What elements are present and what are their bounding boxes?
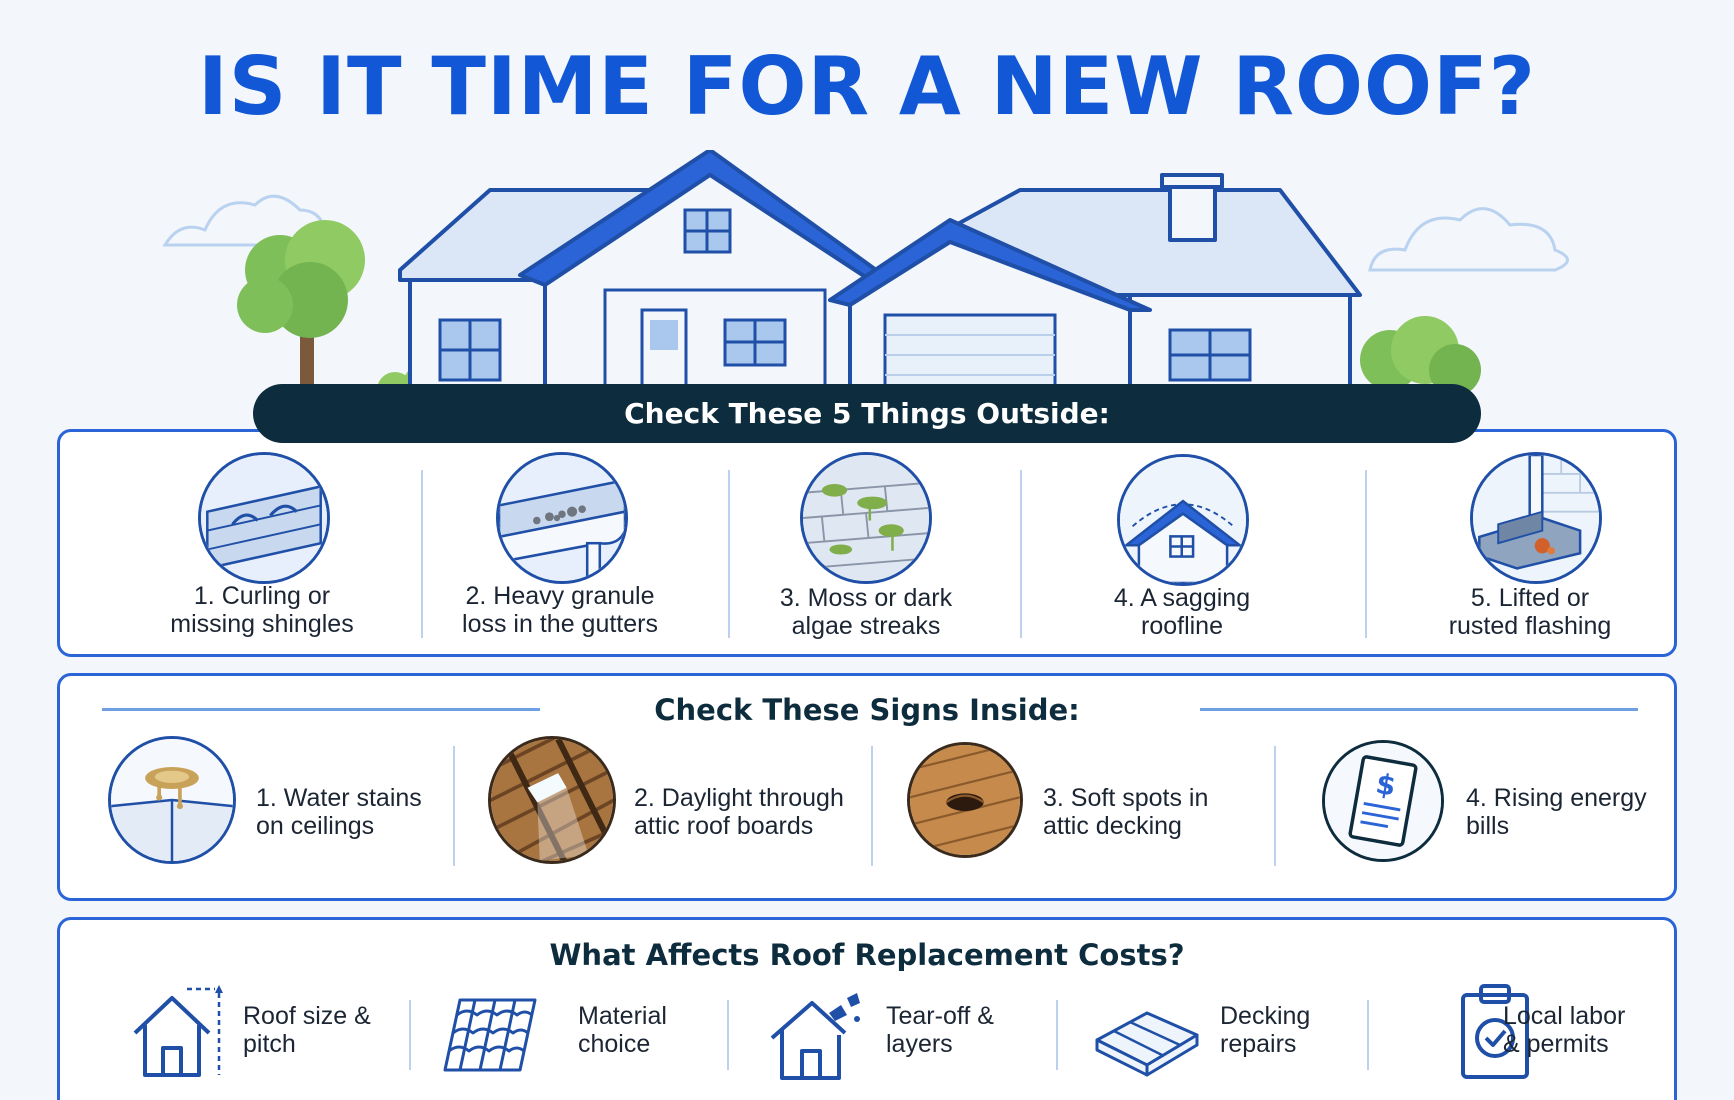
cloud-right-icon [1368, 207, 1569, 272]
cost-item-2-line2: choice [578, 1030, 651, 1058]
inside-item-4-line1: 4. Rising energy [1466, 784, 1647, 812]
divider [1056, 1000, 1058, 1070]
heading-rule-left [102, 708, 540, 711]
divider [728, 470, 730, 638]
cost-item-5-line2: & permits [1503, 1030, 1609, 1058]
outside-item-3: 3. Moss or dark algae streaks [716, 584, 1016, 640]
soft-decking-icon [907, 742, 1023, 858]
inside-item-2-line1: 2. Daylight through [634, 784, 844, 812]
outside-heading: Check These 5 Things Outside: [253, 384, 1481, 443]
rusted-flashing-icon [1470, 452, 1602, 584]
moss-algae-icon [800, 452, 932, 584]
house-illustration [162, 150, 1569, 400]
attic-daylight-icon [488, 736, 616, 864]
divider [453, 746, 455, 866]
inside-item-3-line1: 3. Soft spots in [1043, 784, 1209, 812]
decking-boards-icon [1095, 1011, 1199, 1077]
cost-item-1-line2: pitch [243, 1030, 296, 1058]
cost-item-1-line1: Roof size & [243, 1002, 371, 1030]
energy-bill-icon: $ [1322, 740, 1444, 862]
outside-checklist-panel: 1. Curling or missing shingles 2. Heavy … [57, 429, 1677, 657]
inside-item-2-line2: attic roof boards [634, 812, 814, 840]
outside-item-3-line2: algae streaks [791, 612, 941, 640]
cost-item-5: Local labor & permits [1503, 1002, 1663, 1058]
outside-item-2-line2: loss in the gutters [462, 610, 658, 638]
inside-checklist-panel: Check These Signs Inside: 1. Water stain… [57, 673, 1677, 901]
divider [871, 746, 873, 866]
divider [1365, 470, 1367, 638]
inside-item-1: 1. Water stains on ceilings [256, 784, 476, 840]
cost-factors-panel: What Affects Roof Replacement Costs? Roo… [57, 917, 1677, 1100]
cost-item-5-line1: Local labor [1503, 1002, 1626, 1030]
tree-left-icon [237, 220, 365, 385]
roof-tiles-icon [443, 998, 537, 1072]
divider [727, 1000, 729, 1070]
costs-heading: What Affects Roof Replacement Costs? [549, 938, 1185, 972]
inside-heading: Check These Signs Inside: [654, 693, 1080, 727]
curling-shingles-icon [198, 452, 330, 584]
outside-item-4: 4. A sagging roofline [1032, 584, 1332, 640]
cost-item-3-line1: Tear-off & [886, 1002, 994, 1030]
cost-item-3-line2: layers [886, 1030, 953, 1058]
divider [409, 1000, 411, 1070]
cost-item-4: Decking repairs [1220, 1002, 1380, 1058]
gutter-granules-icon [496, 452, 628, 584]
outside-item-1: 1. Curling or missing shingles [112, 582, 412, 638]
divider [1020, 470, 1022, 638]
clipboard-check-icon [1461, 984, 1529, 1079]
outside-item-1-line1: 1. Curling or [193, 582, 331, 610]
house-size-icon [133, 985, 223, 1077]
tear-off-house-icon [770, 993, 860, 1080]
ceiling-stain-icon [108, 736, 236, 864]
divider [1274, 746, 1276, 866]
cost-item-4-line2: repairs [1220, 1030, 1297, 1058]
divider [421, 470, 423, 638]
page-title: IS IT TIME FOR A NEW ROOF? [197, 40, 1537, 133]
inside-item-2: 2. Daylight through attic roof boards [634, 784, 874, 840]
outside-item-1-line2: missing shingles [170, 610, 354, 638]
outside-item-5-line1: 5. Lifted or [1470, 584, 1590, 612]
outside-item-4-line1: 4. A sagging [1113, 584, 1251, 612]
tree-right-icon [1360, 316, 1481, 396]
inside-item-4: 4. Rising energy bills [1466, 784, 1666, 840]
heading-rule-right [1200, 708, 1638, 711]
outside-item-5: 5. Lifted or rusted flashing [1380, 584, 1680, 640]
outside-item-2-line1: 2. Heavy granule [465, 582, 655, 610]
cost-item-1: Roof size & pitch [243, 1002, 403, 1058]
inside-item-1-line2: on ceilings [256, 812, 375, 840]
inside-item-1-line1: 1. Water stains [256, 784, 422, 812]
divider [1367, 1000, 1369, 1070]
inside-item-3-line2: attic decking [1043, 812, 1182, 840]
cost-item-3: Tear-off & layers [886, 1002, 1046, 1058]
inside-item-4-line2: bills [1466, 812, 1510, 840]
cost-item-2: Material choice [578, 1002, 738, 1058]
cost-item-2-line1: Material [578, 1002, 667, 1030]
cost-item-4-line1: Decking [1220, 1002, 1311, 1030]
inside-item-3: 3. Soft spots in attic decking [1043, 784, 1263, 840]
outside-item-4-line2: roofline [1141, 612, 1223, 640]
outside-item-2: 2. Heavy granule loss in the gutters [410, 582, 710, 638]
outside-item-5-line2: rusted flashing [1448, 612, 1612, 640]
outside-item-3-line1: 3. Moss or dark [779, 584, 953, 612]
sagging-roofline-icon [1117, 454, 1249, 586]
